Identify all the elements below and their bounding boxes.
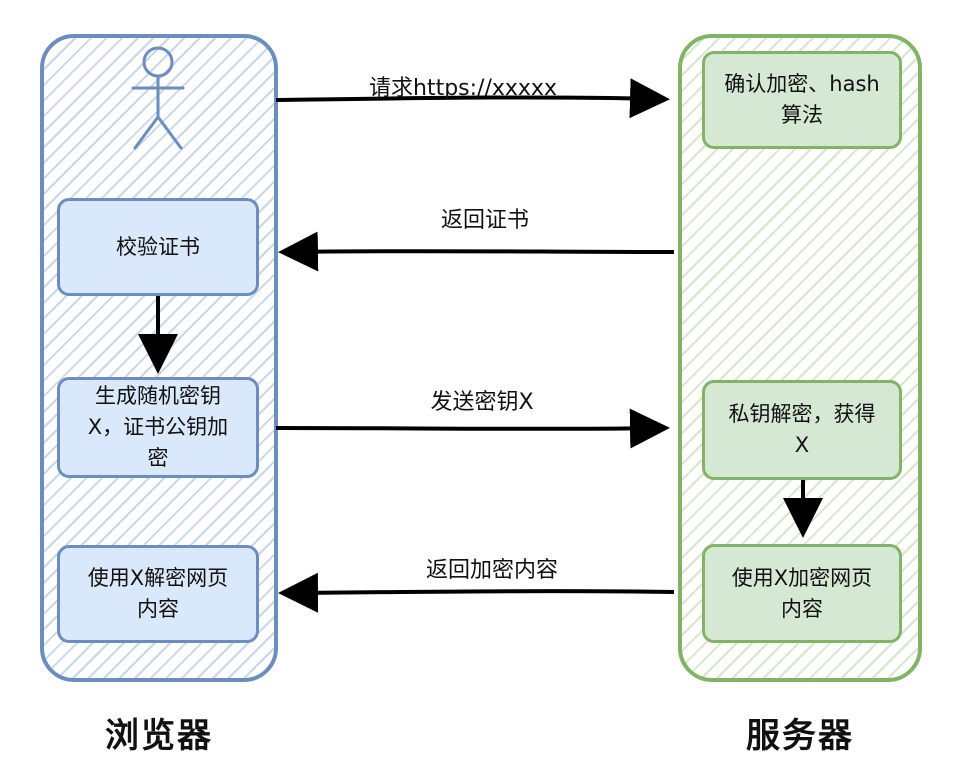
send-key-label: 发送密钥X bbox=[430, 390, 534, 415]
return-cert-arrow bbox=[278, 231, 675, 272]
decrypt-page-box: 使用X解密网页 内容 bbox=[57, 545, 259, 643]
generate-key-box: 生成随机密钥 X，证书公钥加 密 bbox=[57, 377, 259, 478]
browser-title: 浏览器 bbox=[105, 716, 213, 756]
confirm-algo-box: 确认加密、hash 算法 bbox=[702, 51, 902, 149]
return-cert-label: 返回证书 bbox=[440, 208, 529, 233]
verify-cert-box: 校验证书 bbox=[57, 198, 259, 296]
private-decrypt-box: 私钥解密，获得 X bbox=[702, 380, 902, 480]
return-content-arrow bbox=[278, 572, 675, 613]
send-key-arrow bbox=[275, 408, 670, 449]
server-title: 服务器 bbox=[746, 716, 854, 756]
encrypt-page-box: 使用X加密网页 内容 bbox=[702, 544, 902, 643]
user-actor-icon bbox=[131, 46, 185, 150]
return-content-label: 返回加密内容 bbox=[425, 558, 558, 583]
request-arrow bbox=[275, 78, 670, 119]
request-label: 请求https://xxxxx bbox=[369, 76, 557, 101]
